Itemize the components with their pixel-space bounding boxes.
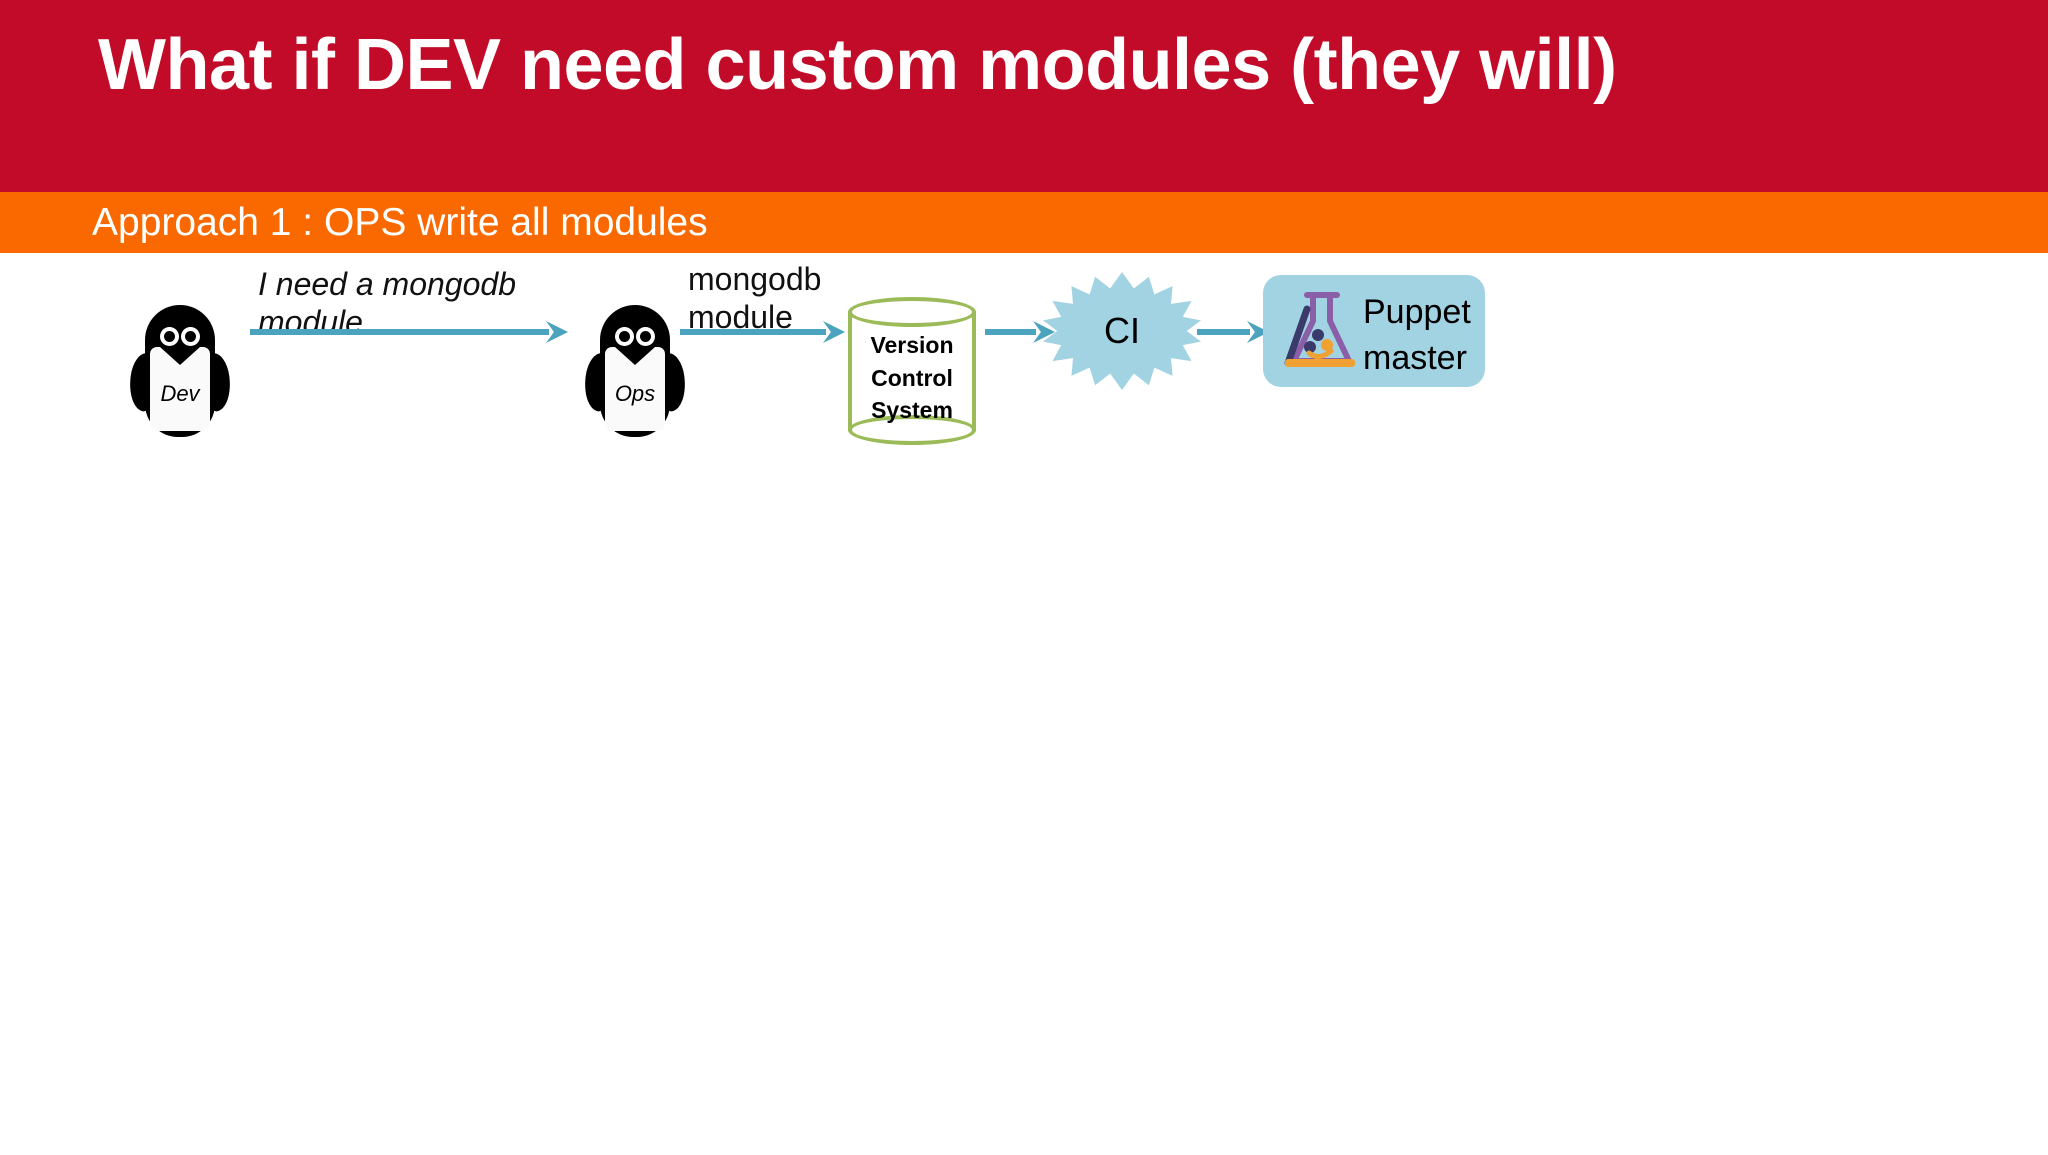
flow-diagram: Dev I need a mongodb module Ops mongodb … [0, 253, 2048, 1155]
ci-node[interactable]: CI [1043, 272, 1201, 390]
dev-penguin-node[interactable]: Dev [126, 305, 234, 437]
cylinder-bottom-icon [848, 415, 976, 445]
penguin-left-eye-icon [160, 327, 179, 346]
slide-subtitle: Approach 1 : OPS write all modules [92, 201, 708, 244]
penguin-right-pupil-icon [185, 331, 196, 342]
cylinder-top-icon [848, 297, 976, 327]
cylinder-body-icon [848, 311, 976, 431]
ops-node-label: Ops [614, 381, 656, 406]
arrow-shaft [1197, 329, 1250, 335]
arrow-ops-to-vcs [680, 321, 845, 343]
dev-node-label: Dev [160, 381, 200, 406]
edge-label-ops-to-vcs: mongodb module [688, 261, 822, 335]
arrow-shaft [250, 329, 549, 335]
subtitle-band [0, 192, 2048, 253]
arrow-ci-to-puppet [1197, 321, 1269, 343]
puppet-logo-icon [1277, 287, 1363, 375]
ci-node-label: CI [1104, 310, 1140, 351]
penguin-right-eye-icon [636, 327, 655, 346]
vcs-node-label: Version Control System [870, 332, 954, 424]
puppet-master-node[interactable]: Puppet master [1263, 275, 1485, 387]
ops-penguin-node[interactable]: Ops [581, 305, 689, 437]
penguin-left-pupil-icon [164, 331, 175, 342]
arrow-dev-to-ops [250, 321, 568, 343]
arrow-shaft [680, 329, 826, 335]
penguin-right-eye-icon [181, 327, 200, 346]
penguin-right-pupil-icon [640, 331, 651, 342]
penguin-left-eye-icon [615, 327, 634, 346]
arrow-head-icon [546, 321, 568, 343]
penguin-left-pupil-icon [619, 331, 630, 342]
arrow-shaft [985, 329, 1036, 335]
page-title: What if DEV need custom modules (they wi… [98, 25, 1617, 105]
arrow-head-icon [823, 321, 845, 343]
title-band [0, 0, 2048, 192]
puppet-master-node-label: Puppet master [1363, 293, 1471, 378]
version-control-system-node[interactable]: Version Control System [848, 297, 976, 445]
